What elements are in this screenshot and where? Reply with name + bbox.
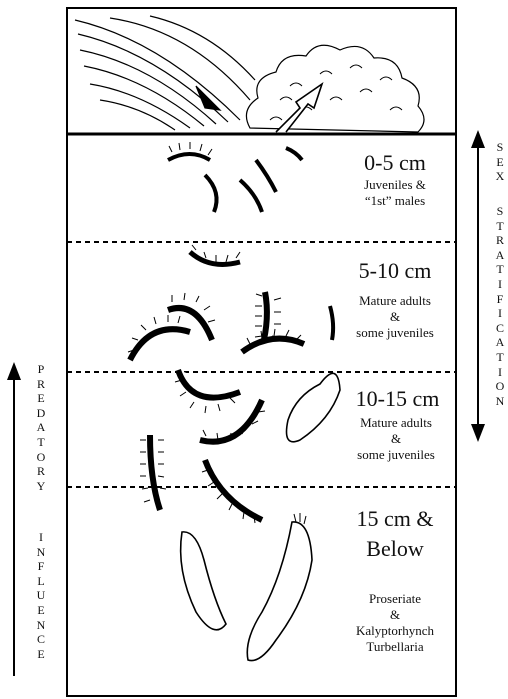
axis-letter: U (35, 588, 47, 603)
adult-worm-6 (330, 306, 333, 340)
predatory-influence-arrow (7, 362, 21, 676)
zone-3-desc-line2: & (340, 432, 452, 447)
axis-letter: I (494, 277, 506, 292)
wave-breaking-icon (75, 16, 424, 132)
axis-letter: D (35, 406, 47, 421)
zone-2-desc-line2: & (340, 310, 450, 325)
adult-worm-8 (150, 435, 160, 510)
zone-4-desc-line4: Turbellaria (340, 640, 450, 655)
flatworm-2 (181, 532, 226, 630)
zone-4-desc-line1: Proseriate (340, 592, 450, 607)
axis-letter: N (494, 394, 506, 409)
zone-4-desc-line3: Kalyptorhynch (340, 624, 450, 639)
zone-3-desc-line3: some juveniles (340, 448, 452, 463)
axis-letter: X (494, 169, 506, 184)
axis-letter: O (494, 379, 506, 394)
axis-letter: P (35, 362, 47, 377)
axis-letter: I (494, 365, 506, 380)
zone-3-desc-line1: Mature adults (340, 416, 452, 431)
zone-2-depth-label: 5-10 cm (340, 258, 450, 283)
axis-letter: O (35, 450, 47, 465)
adult-worm-7 (178, 370, 240, 398)
zone-4-desc-line2: & (340, 608, 450, 623)
flatworm-1 (287, 373, 341, 441)
zone-4-depth-label-line2: Below (340, 536, 450, 561)
axis-letter: A (35, 420, 47, 435)
axis-letter: R (494, 233, 506, 248)
adult-worm-5 (242, 339, 304, 352)
juvenile-worm-2 (205, 175, 217, 212)
axis-letter: T (494, 219, 506, 234)
zone-3-depth-label: 10-15 cm (340, 386, 455, 411)
axis-letter: E (494, 155, 506, 170)
axis-letter: L (35, 574, 47, 589)
axis-letter: N (35, 618, 47, 633)
axis-letter: F (35, 559, 47, 574)
zone-2-desc-line3: some juveniles (340, 326, 450, 341)
axis-letter: C (494, 321, 506, 336)
juvenile-worm-5 (286, 148, 302, 160)
juvenile-worm-4 (256, 160, 276, 192)
adult-worm-3 (130, 329, 190, 360)
zone-4-depth-label: 15 cm & (340, 506, 450, 531)
axis-letter: S (494, 204, 506, 219)
axis-letter: R (35, 377, 47, 392)
adult-worm-1 (190, 252, 240, 264)
axis-letter: T (35, 435, 47, 450)
zone-1-depth-label: 0-5 cm (340, 150, 450, 175)
zone-1-desc-line2: “1st” males (340, 194, 450, 209)
axis-letter: A (494, 248, 506, 263)
flatworm-3 (247, 522, 312, 661)
axis-letter: E (35, 647, 47, 662)
axis-letter: Y (35, 479, 47, 494)
juvenile-worm-3 (240, 180, 262, 212)
axis-letter: T (494, 262, 506, 277)
axis-letter: R (35, 464, 47, 479)
zone-1-desc-line1: Juveniles & (340, 178, 450, 193)
axis-letter: E (35, 603, 47, 618)
juvenile-worm-1 (168, 154, 210, 160)
zone-2-desc-line1: Mature adults (340, 294, 450, 309)
axis-letter: N (35, 545, 47, 560)
axis-letter: T (494, 350, 506, 365)
axis-letter: C (35, 632, 47, 647)
axis-letter: I (494, 306, 506, 321)
adult-worm-10 (205, 460, 262, 520)
axis-letter: A (494, 335, 506, 350)
axis-letter: I (35, 530, 47, 545)
axis-letter: F (494, 292, 506, 307)
axis-letter: E (35, 391, 47, 406)
sex-stratification-arrow (471, 130, 485, 442)
axis-letter: S (494, 140, 506, 155)
